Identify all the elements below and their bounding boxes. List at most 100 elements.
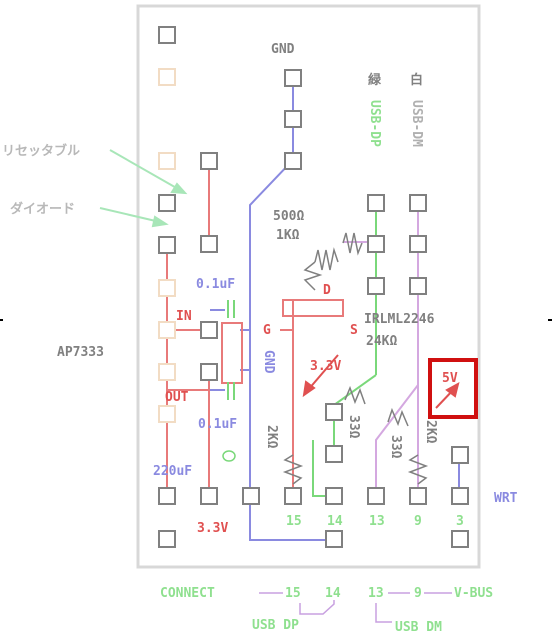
pad [200, 363, 218, 381]
arrow-3v3 [302, 354, 339, 398]
regulator-body [221, 322, 243, 384]
label-5v: 5V [442, 371, 458, 386]
pad [200, 487, 218, 505]
label-gnd-top: GND [271, 42, 295, 57]
pad [284, 110, 302, 128]
label-pin-9: 9 [414, 514, 422, 529]
resistor-2k-left [282, 454, 304, 485]
pad [451, 446, 469, 464]
label-cap-top: 0.1uF [196, 277, 235, 292]
pad [367, 277, 385, 295]
label-irl: IRLML2246 [364, 312, 435, 327]
resistor-24k [342, 232, 363, 256]
label-pin-g: G [263, 323, 271, 338]
pad [158, 68, 176, 86]
pad [325, 403, 343, 421]
label-res-1k: 1KΩ [276, 228, 300, 243]
legend-bracket-dm [375, 603, 392, 623]
label-res-2k-left: 2KΩ [264, 425, 279, 449]
pad [158, 321, 176, 339]
arrow-5v [435, 382, 460, 409]
gnd-trace [210, 78, 460, 541]
pad [409, 277, 427, 295]
label-res-33-a: 33Ω [346, 415, 361, 439]
arrow-diode [99, 207, 169, 228]
pad [284, 69, 302, 87]
capacitor-bottom [227, 382, 235, 400]
legend-14: 14 [325, 586, 341, 601]
label-cap-bottom: 0.1uF [198, 417, 237, 432]
resistor-33-b [387, 407, 409, 427]
label-res-500: 500Ω [273, 209, 304, 224]
label-in: IN [176, 309, 192, 324]
label-res-24k: 24KΩ [366, 334, 397, 349]
pad [200, 152, 218, 170]
label-gnd-vertical: GND [261, 350, 276, 374]
label-usb-dp-bottom: USB DP [252, 618, 299, 633]
label-pin-14: 14 [327, 514, 343, 529]
pad [284, 152, 302, 170]
pad [284, 487, 302, 505]
pad [409, 487, 427, 505]
resistor-2k-right [407, 454, 429, 485]
label-usb-dm-vertical: USB-DM [409, 100, 424, 147]
pad [158, 363, 176, 381]
label-color-white: 白 [410, 72, 423, 88]
pad [451, 530, 469, 548]
label-pin-13: 13 [369, 514, 385, 529]
pad [325, 530, 343, 548]
arrow-resettable [109, 149, 188, 195]
legend-9: 9 [414, 586, 422, 601]
pad [367, 487, 385, 505]
label-usb-dm-bottom: USB DM [395, 620, 442, 635]
pad [158, 279, 176, 297]
pad [242, 487, 260, 505]
label-res-33-b: 33Ω [388, 435, 403, 459]
label-pin-d: D [323, 283, 331, 298]
pad [200, 235, 218, 253]
pad [158, 26, 176, 44]
label-res-2k-right: 2KΩ [423, 420, 438, 444]
pad [158, 236, 176, 254]
label-3v3-arrow: 3.3V [310, 359, 341, 374]
resistor-500 [303, 247, 339, 291]
board-outline [136, 4, 481, 569]
resistor-33-a [344, 385, 366, 405]
label-color-green: 緑 [368, 72, 382, 88]
highlight-5v-box [428, 358, 478, 419]
pad [158, 487, 176, 505]
capacitor-top [227, 300, 235, 318]
label-out: OUT [165, 390, 189, 405]
label-ap7333: AP7333 [57, 345, 104, 360]
label-wrt: WRT [494, 491, 518, 506]
pad [409, 194, 427, 212]
pad [325, 487, 343, 505]
pad [158, 152, 176, 170]
label-resettable: リセッタブル [2, 143, 80, 159]
pad [158, 194, 176, 212]
pad [158, 405, 176, 423]
mosfet-body [282, 299, 344, 317]
label-usb-dp-vertical: USB-DP [367, 100, 382, 147]
pad [367, 235, 385, 253]
label-cap-220: 220uF [153, 464, 192, 479]
label-diode: ダイオード [10, 201, 75, 217]
pad [200, 321, 218, 339]
legend-15: 15 [285, 586, 301, 601]
label-connect: CONNECT [160, 586, 215, 601]
label-pin-15: 15 [286, 514, 302, 529]
pad [367, 194, 385, 212]
label-3v3-bottom: 3.3V [197, 521, 228, 536]
pad-grid [158, 26, 469, 548]
pad [409, 235, 427, 253]
legend-13: 13 [368, 586, 384, 601]
capacitor-220 [222, 450, 236, 462]
pad [451, 487, 469, 505]
legend-bracket-dp [299, 600, 335, 615]
label-pin-3: 3 [456, 514, 464, 529]
label-pin-s: S [350, 323, 358, 338]
pad [158, 530, 176, 548]
pad [325, 445, 343, 463]
label-vbus: V-BUS [454, 586, 493, 601]
